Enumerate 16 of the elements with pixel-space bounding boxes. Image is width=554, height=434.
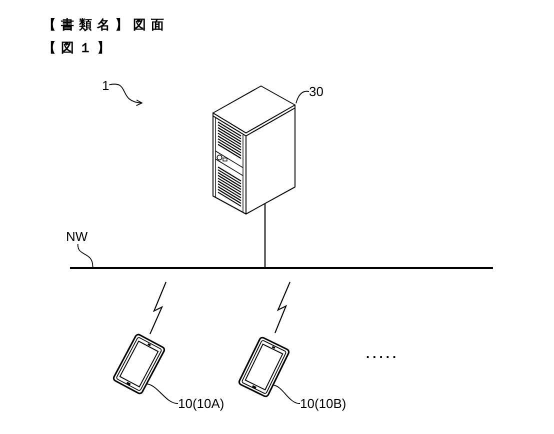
leader-line (146, 384, 178, 404)
leader-arrow (108, 84, 142, 106)
leader-line (296, 90, 310, 104)
leader-line (272, 384, 300, 404)
network-line (70, 267, 493, 268)
reference-numeral: 10(10A) (178, 396, 224, 411)
ellipsis: ..... (366, 346, 400, 361)
reference-numeral: 10(10B) (300, 396, 346, 411)
document-heading: 【書類名】図面 (43, 17, 169, 33)
reference-numeral: 1 (102, 78, 110, 93)
server-illustration (212, 85, 296, 216)
connection-line (264, 204, 266, 267)
reference-numeral: 30 (309, 84, 324, 99)
figure-number: 【図１】 (43, 40, 115, 56)
leader-line (77, 244, 94, 268)
reference-numeral: NW (66, 229, 88, 244)
